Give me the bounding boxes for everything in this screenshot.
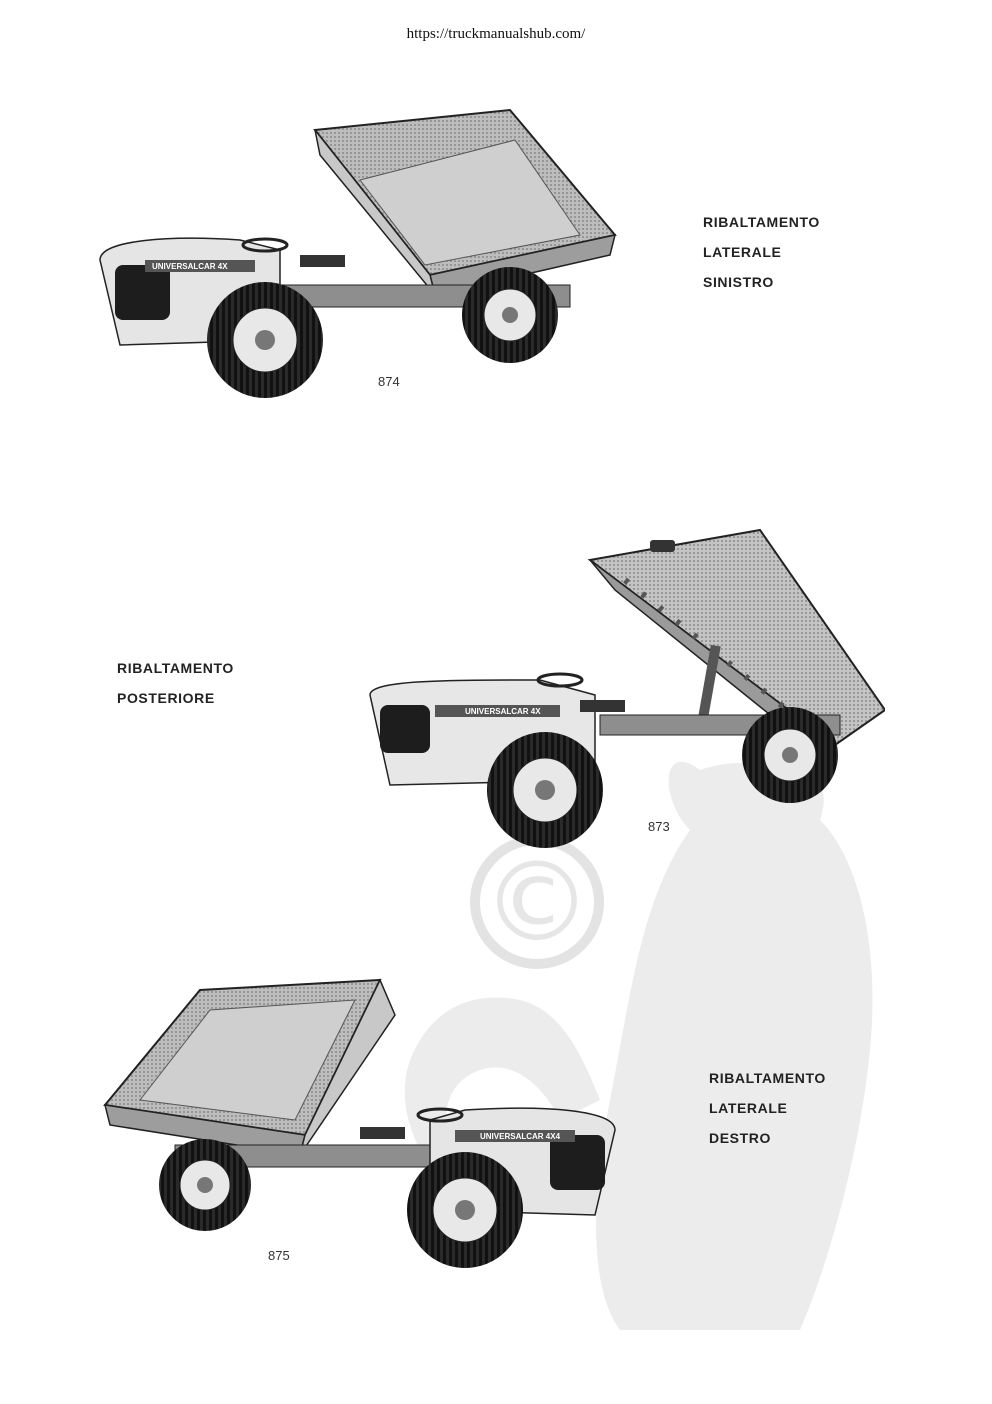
- figure-number-873: 873: [648, 819, 670, 834]
- rear-wheel-icon: [742, 707, 838, 803]
- rear-wheel-icon: [159, 1139, 251, 1231]
- source-url: https://truckmanualshub.com/: [406, 26, 586, 42]
- caption-875: RIBALTAMENTO LATERALE DESTRO: [709, 1063, 826, 1153]
- tractor-rear-tipper-illustration: UNIVERSALCAR 4X: [369, 528, 885, 848]
- tractor-side-tipper-right-illustration: UNIVERSALCAR 4X4: [103, 978, 616, 1268]
- hood-badge: UNIVERSALCAR 4X: [465, 707, 541, 716]
- caption-line: LATERALE: [709, 1100, 788, 1116]
- caption-line: POSTERIORE: [117, 690, 215, 706]
- front-wheel-icon: [487, 732, 603, 848]
- front-wheel-icon: [207, 282, 323, 398]
- caption-line: DESTRO: [709, 1130, 771, 1146]
- hood-badge: UNIVERSALCAR 4X: [152, 262, 228, 271]
- rear-wheel-icon: [462, 267, 558, 363]
- caption-line: RIBALTAMENTO: [703, 214, 820, 230]
- caption-line: SINISTRO: [703, 274, 774, 290]
- caption-line: RIBALTAMENTO: [709, 1070, 826, 1086]
- front-wheel-icon: [407, 1152, 523, 1268]
- caption-line: RIBALTAMENTO: [117, 660, 234, 676]
- caption-873: RIBALTAMENTO POSTERIORE: [117, 653, 234, 713]
- hood-badge: UNIVERSALCAR 4X4: [480, 1132, 561, 1141]
- figure-number-875: 875: [268, 1248, 290, 1263]
- copyright-symbol: ©: [482, 838, 592, 966]
- caption-line: LATERALE: [703, 244, 782, 260]
- caption-874: RIBALTAMENTO LATERALE SINISTRO: [703, 207, 820, 297]
- figure-number-874: 874: [378, 374, 400, 389]
- tractor-side-tipper-left-illustration: UNIVERSALCAR 4X: [99, 108, 617, 398]
